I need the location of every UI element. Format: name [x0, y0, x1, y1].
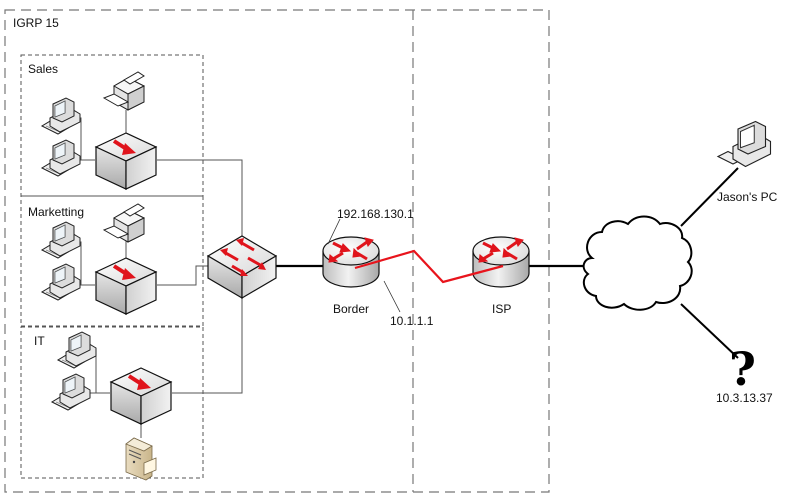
unknown-host-label: 10.3.13.37	[716, 391, 773, 405]
sales-printer[interactable]	[103, 71, 145, 111]
callout-external-ip	[383, 280, 401, 313]
border-internal-ip: 192.168.130.1	[337, 207, 414, 221]
it-switch[interactable]	[109, 366, 173, 426]
core-switch[interactable]	[206, 235, 278, 300]
igrp-label: IGRP 15	[13, 16, 59, 30]
zone-it-label: IT	[34, 334, 45, 348]
zone-sales-label: Sales	[28, 62, 58, 76]
internet-cloud[interactable]	[582, 215, 693, 311]
callout-internal-ip	[327, 218, 341, 245]
igrp-boundary	[4, 9, 550, 493]
marketing-pc-1[interactable]	[41, 221, 81, 259]
sales-switch[interactable]	[94, 131, 158, 191]
jasons-pc-label: Jason's PC	[717, 190, 778, 204]
border-router-label: Border	[333, 302, 369, 316]
sales-pc-1[interactable]	[41, 97, 81, 135]
link-cloud-jason	[680, 167, 739, 227]
isp-router-label: ISP	[492, 302, 511, 316]
marketing-printer[interactable]	[103, 203, 145, 243]
it-pc-2[interactable]	[51, 373, 91, 411]
zone-marketing	[20, 195, 204, 327]
zone-marketing-label: Marketting	[28, 205, 84, 219]
marketing-switch[interactable]	[94, 256, 158, 316]
it-server[interactable]	[125, 437, 157, 481]
border-external-ip: 10.1.1.1	[390, 314, 434, 328]
isp-router[interactable]	[471, 235, 531, 289]
sales-pc-2[interactable]	[41, 139, 81, 177]
border-router[interactable]	[321, 235, 381, 289]
it-pc-1[interactable]	[57, 331, 97, 369]
zone-it	[20, 326, 204, 479]
jasons-pc[interactable]	[716, 120, 772, 168]
link-cloud-unknown	[680, 303, 739, 359]
unknown-host-icon[interactable]: ?	[729, 342, 756, 396]
marketing-pc-2[interactable]	[41, 263, 81, 301]
serial-link	[354, 249, 504, 284]
